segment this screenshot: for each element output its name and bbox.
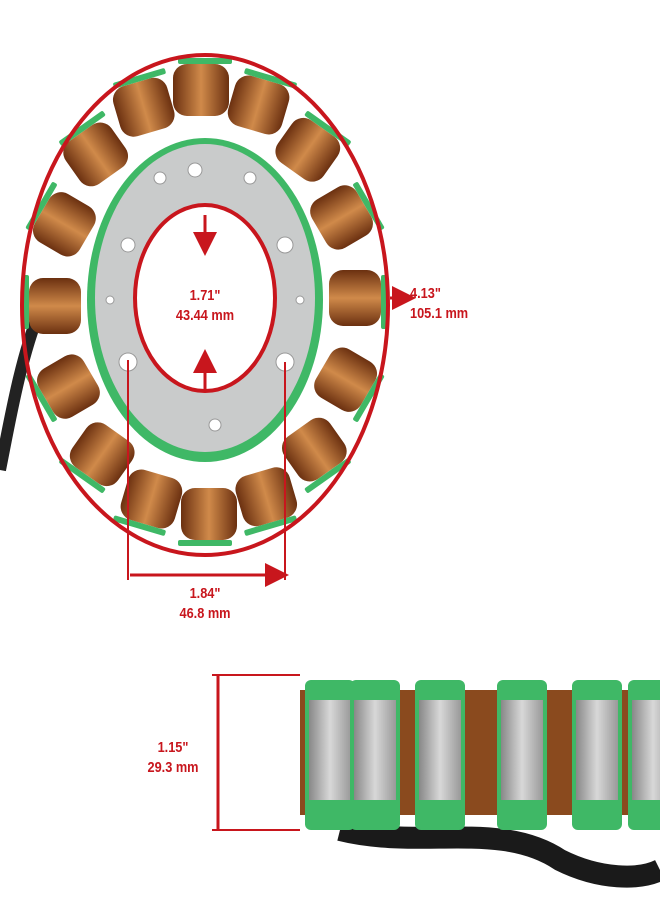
- stator-side-view: [300, 680, 660, 830]
- coil: [329, 270, 387, 329]
- coil: [112, 68, 175, 137]
- inner-diameter-ellipse: [133, 203, 277, 393]
- side-pole: [628, 680, 660, 830]
- coil: [235, 467, 298, 536]
- mounting-hole: [295, 295, 305, 305]
- coil: [314, 347, 385, 422]
- inner-mm: 43.44 mm: [175, 307, 235, 324]
- side-pole: [350, 680, 400, 830]
- coil: [310, 182, 385, 250]
- outer-diameter-label: 4.13" 105.1 mm: [410, 284, 468, 324]
- coil: [178, 488, 237, 546]
- side-pole: [497, 680, 547, 830]
- height-label: 1.15" 29.3 mm: [135, 738, 212, 778]
- stator-coils: [23, 58, 387, 546]
- bolt-mm: 46.8 mm: [179, 605, 231, 622]
- side-pole: [305, 680, 355, 830]
- bolt-inch: 1.84": [189, 585, 221, 602]
- mounting-hole: [105, 295, 115, 305]
- coil: [25, 182, 96, 257]
- coil: [23, 275, 81, 334]
- side-pole: [572, 680, 622, 830]
- height-mm: 29.3 mm: [147, 759, 199, 776]
- inner-diameter-label: 1.71" 43.44 mm: [167, 286, 244, 326]
- mounting-hole: [276, 236, 294, 254]
- coil: [59, 422, 135, 493]
- mounting-hole: [153, 171, 167, 185]
- bolt-spacing-label: 1.84" 46.8 mm: [167, 584, 244, 624]
- side-pole: [415, 680, 465, 830]
- coil: [281, 417, 351, 493]
- side-wire-harness: [337, 819, 660, 888]
- coil: [227, 68, 297, 135]
- mounting-hole: [187, 162, 203, 178]
- mounting-hole: [243, 171, 257, 185]
- outer-diameter-ellipse: [20, 53, 390, 557]
- mounting-hole: [208, 418, 222, 432]
- coil: [173, 58, 232, 116]
- coil: [25, 354, 100, 422]
- outer-inch: 4.13": [410, 285, 441, 302]
- mounting-hole: [120, 237, 136, 253]
- inner-inch: 1.71": [189, 287, 221, 304]
- outer-mm: 105.1 mm: [410, 305, 469, 322]
- height-inch: 1.15": [157, 739, 189, 756]
- mounting-holes: [105, 162, 305, 432]
- coil: [113, 469, 183, 536]
